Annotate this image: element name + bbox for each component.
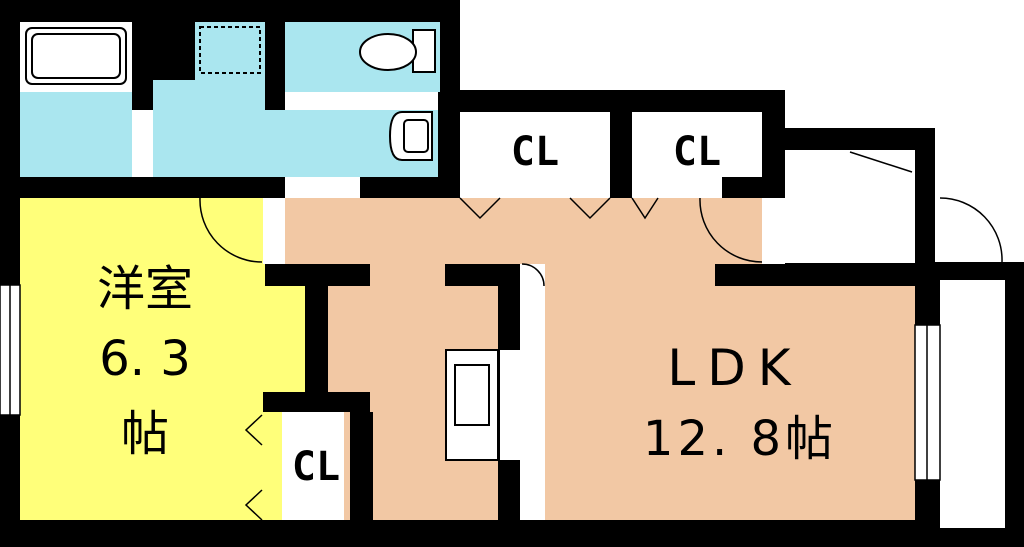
closet-2-area <box>632 112 762 178</box>
western-room-area <box>20 198 305 520</box>
window-icon <box>0 284 941 481</box>
western-room-label: 洋室 6. 3 帖 <box>97 261 193 462</box>
toilet-icon <box>359 29 436 73</box>
bathtub-icon <box>25 27 127 85</box>
western-room-name: 洋室 <box>97 261 193 317</box>
hallway-area <box>285 198 765 264</box>
closet-label-1: CL <box>511 129 559 175</box>
door-swing-icon <box>199 151 1003 287</box>
ldk-name: LDK <box>667 339 802 397</box>
washer-niche <box>195 22 265 80</box>
ldk-top <box>520 264 715 285</box>
balcony-area <box>940 280 1005 528</box>
closet-3-area <box>282 412 344 522</box>
ldk-size: 12. 8帖 <box>643 411 837 467</box>
closet-door-marks <box>244 197 659 521</box>
interior-walls <box>20 22 940 547</box>
western-room-size: 6. 3 <box>99 331 191 387</box>
closet-label-3: CL <box>292 444 340 490</box>
ldk-label: LDK 12. 8帖 <box>643 339 837 467</box>
entrance-area <box>785 150 915 263</box>
closet-1-area <box>460 112 610 178</box>
western-room-unit: 帖 <box>121 406 169 462</box>
ldk-area <box>545 285 915 522</box>
washbasin-icon <box>388 111 433 161</box>
washing-machine-icon <box>154 26 261 74</box>
bath-lower <box>20 92 132 177</box>
closet-label-2: CL <box>673 129 721 175</box>
room-fills <box>20 22 1005 528</box>
kitchen-sink-icon <box>445 349 499 461</box>
bath-partition <box>132 110 153 177</box>
bathroom-area <box>20 22 132 92</box>
